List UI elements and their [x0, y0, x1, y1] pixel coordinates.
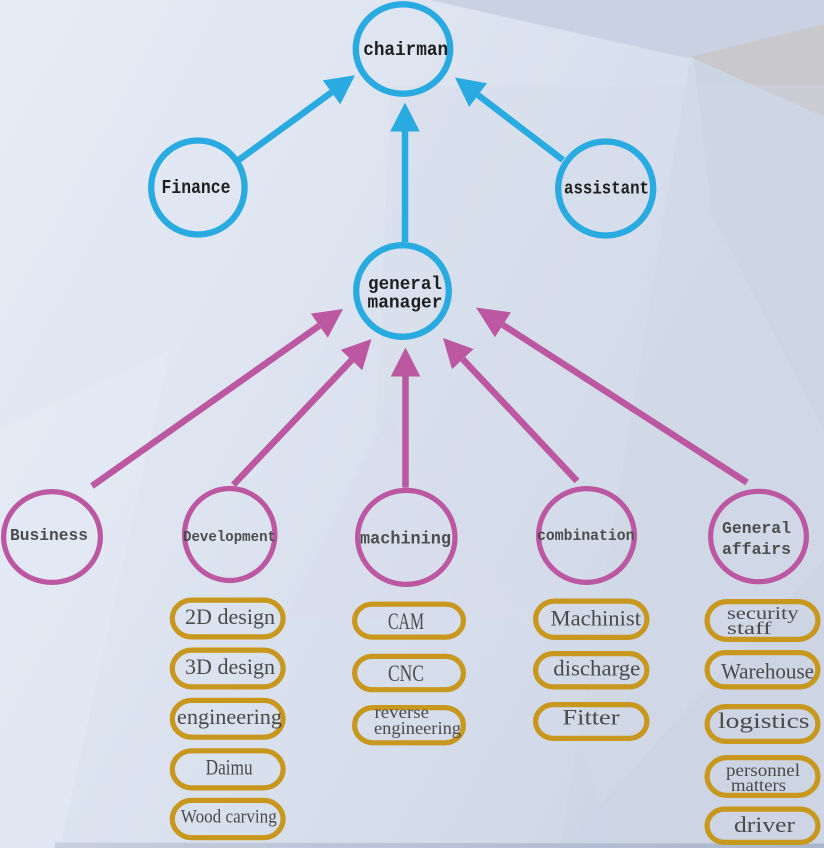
svg-text:CAM: CAM	[388, 609, 424, 635]
svg-text:Wood carving: Wood carving	[181, 807, 277, 828]
svg-text:reverse: reverse	[375, 702, 430, 722]
svg-text:Warehouse: Warehouse	[721, 659, 814, 684]
svg-text:combination: combination	[537, 527, 635, 545]
svg-text:matters: matters	[731, 775, 786, 795]
svg-text:discharge: discharge	[553, 656, 640, 681]
svg-text:engineering: engineering	[177, 704, 282, 729]
svg-text:assistant: assistant	[564, 180, 649, 200]
svg-text:CNC: CNC	[388, 661, 424, 687]
svg-text:general: general	[368, 275, 442, 295]
svg-text:chairman: chairman	[363, 39, 448, 61]
svg-text:affairs: affairs	[722, 541, 791, 560]
svg-text:Finance: Finance	[162, 177, 231, 199]
svg-text:security: security	[727, 603, 799, 623]
svg-text:manager: manager	[368, 294, 443, 314]
svg-text:driver: driver	[734, 812, 796, 837]
svg-text:General: General	[722, 520, 791, 539]
svg-text:machining: machining	[360, 530, 451, 550]
svg-text:Fitter: Fitter	[563, 705, 621, 730]
svg-text:staff: staff	[727, 618, 772, 638]
svg-text:Development: Development	[183, 529, 276, 546]
svg-text:Machinist: Machinist	[551, 606, 642, 631]
svg-text:Daimu: Daimu	[206, 755, 253, 780]
svg-text:2D design: 2D design	[185, 604, 275, 629]
svg-text:personnel: personnel	[726, 760, 800, 780]
svg-text:Business: Business	[10, 527, 88, 546]
svg-text:engineering: engineering	[374, 718, 461, 738]
svg-text:logistics: logistics	[718, 708, 810, 733]
svg-text:3D design: 3D design	[185, 654, 275, 679]
